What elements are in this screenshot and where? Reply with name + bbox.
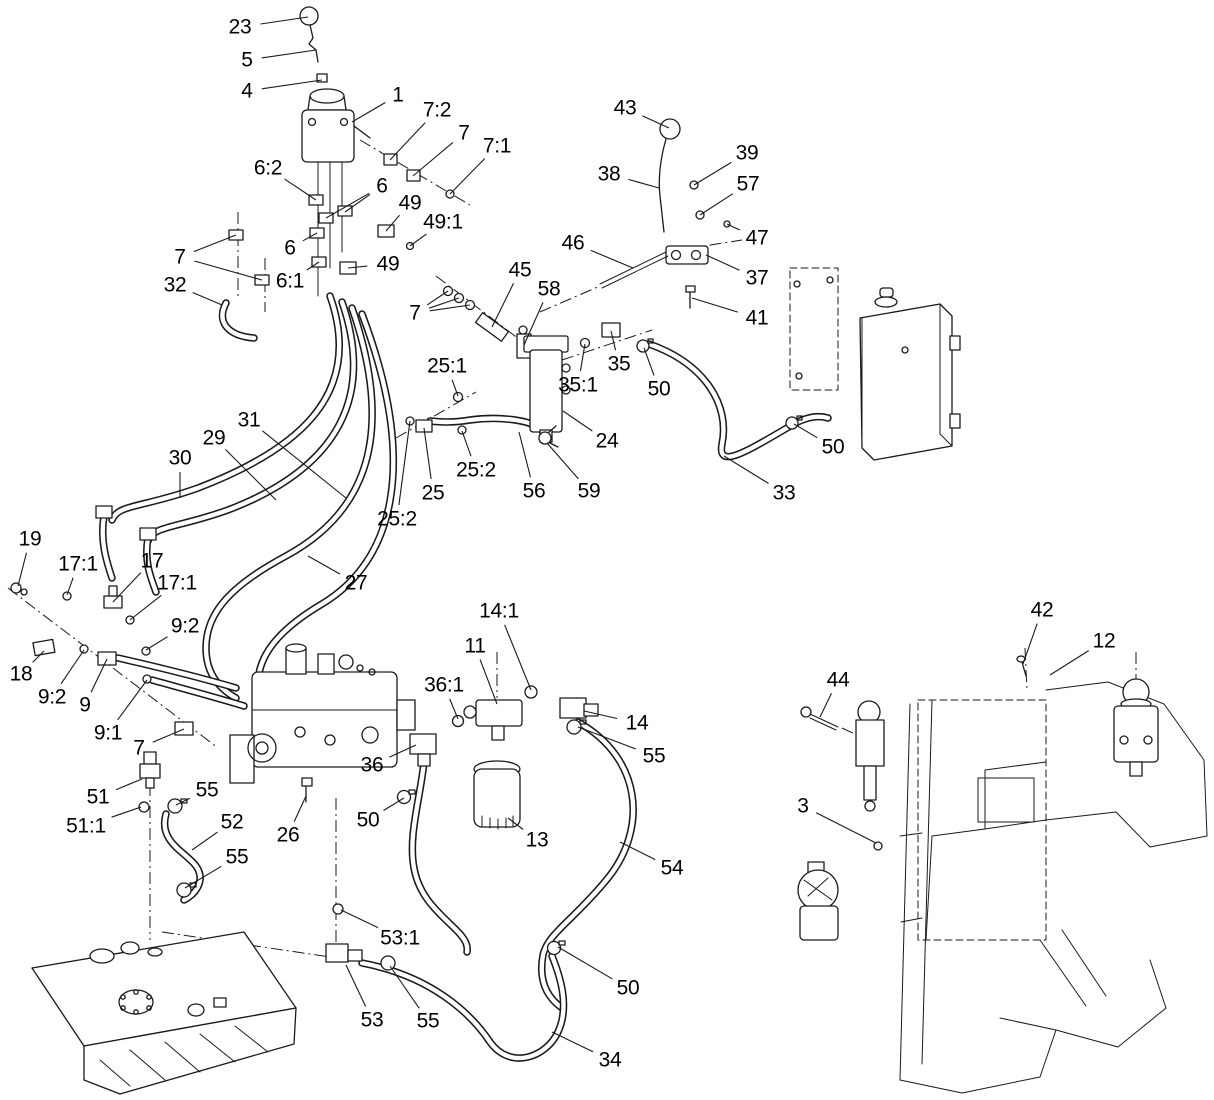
control-lever-assembly [599,118,731,309]
callout-50: 50 [647,377,671,401]
callout-42: 42 [1030,598,1054,622]
callout-52: 52 [220,810,244,834]
callout-18: 18 [9,662,33,686]
callout-24: 24 [595,429,619,453]
callout-32: 32 [163,273,187,297]
callout-44: 44 [826,668,850,692]
callout-9:2: 9:2 [37,685,67,709]
callout-59: 59 [577,479,601,503]
lower-filter-assembly [797,841,883,941]
callout-54: 54 [660,856,684,880]
callout-14: 14 [625,711,649,735]
callout-36:1: 36:1 [424,673,464,697]
callout-25:2: 25:2 [377,507,417,531]
callout-43: 43 [613,96,637,120]
callout-25: 25 [421,481,445,505]
callout-46: 46 [561,231,585,255]
callout-49: 49 [398,191,422,215]
oil-filter-assembly [325,685,599,971]
callout-7: 7 [133,736,145,760]
callout-38: 38 [597,162,621,186]
callout-41: 41 [745,306,769,330]
callout-45: 45 [508,258,532,282]
callout-6:1: 6:1 [275,269,305,293]
control-valve-assembly [405,285,654,448]
callout-53:1: 53:1 [380,926,420,950]
callout-53: 53 [360,1008,384,1032]
callout-17:1: 17:1 [157,571,197,595]
callout-7: 7 [174,245,186,269]
callout-9:1: 9:1 [93,721,123,745]
callout-7:2: 7:2 [422,98,452,122]
callout-47: 47 [745,226,769,250]
callout-6: 6 [376,174,388,198]
pump-assembly [229,643,416,803]
callout-55: 55 [416,1009,440,1033]
callout-39: 39 [735,141,759,165]
callout-57: 57 [736,172,760,196]
callout-4: 4 [241,79,253,103]
callout-34: 34 [598,1048,622,1072]
callout-55: 55 [642,744,666,768]
callout-50: 50 [821,435,845,459]
callout-30: 30 [168,446,192,470]
callout-49:1: 49:1 [423,210,463,234]
callout-31: 31 [237,408,261,432]
callout-19: 19 [18,527,42,551]
callout-50: 50 [616,976,640,1000]
callout-17: 17 [140,549,164,573]
bolt-and-cylinder [800,700,885,812]
callout-51: 51 [86,785,110,809]
callout-12: 12 [1092,629,1116,653]
callout-56: 56 [522,479,546,503]
callout-17:1: 17:1 [58,552,98,576]
callout-23: 23 [228,15,252,39]
callout-7: 7 [458,121,470,145]
callout-7: 7 [409,301,421,325]
callout-50: 50 [356,808,380,832]
callout-35:1: 35:1 [558,373,598,397]
machine-frame [899,681,1208,1094]
callout-58: 58 [537,277,561,301]
callout-13: 13 [525,828,549,852]
callout-55: 55 [225,845,249,869]
callout-33: 33 [772,481,796,505]
callout-37: 37 [745,266,769,290]
callout-49: 49 [376,252,400,276]
callout-25:2: 25:2 [456,458,496,482]
callout-11: 11 [464,634,486,658]
callout-29: 29 [202,426,226,450]
callout-26: 26 [276,823,300,847]
callout-14:1: 14:1 [479,599,519,623]
callout-6:2: 6:2 [253,156,283,180]
tank-assembly [31,751,297,1095]
callout-55: 55 [195,778,219,802]
callout-7:1: 7:1 [482,134,512,158]
callout-36: 36 [360,753,384,777]
callout-6: 6 [284,236,296,260]
callout-1: 1 [392,83,404,107]
callout-9:2: 9:2 [170,614,200,638]
callout-27: 27 [344,571,368,595]
callout-3: 3 [797,794,809,818]
callout-9: 9 [79,693,91,717]
right-valve-assembly [1016,655,1159,777]
callout-51:1: 51:1 [66,814,106,838]
callout-25:1: 25:1 [427,354,467,378]
callout-35: 35 [607,352,631,376]
callout-5: 5 [241,48,253,72]
reservoir-assembly [785,267,961,461]
